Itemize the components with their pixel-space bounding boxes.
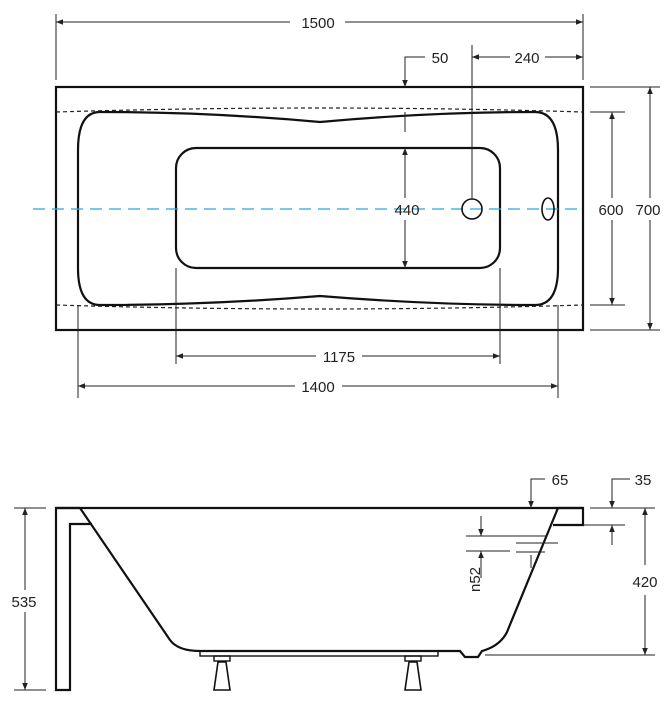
dim-inner-width: 600 [598, 202, 623, 219]
base-frame [199, 650, 439, 657]
dim-total-height: 535 [11, 594, 36, 611]
dim-drain-offset: 240 [514, 50, 539, 67]
side-view: 535 65 35 420 n52 [11, 472, 658, 692]
tub-profile [79, 507, 560, 659]
rim-hidden-line-bottom [55, 304, 584, 310]
top-view: 1500 50 240 600 700 440 1175 1400 [33, 14, 661, 398]
overflow-icon [541, 197, 555, 221]
foot-right [404, 655, 422, 691]
foot-left [213, 655, 231, 691]
dim-depth: 420 [632, 574, 657, 591]
basin-floor [174, 146, 502, 270]
dim-overflow-offset: 50 [432, 50, 449, 67]
inner-basin-outline [76, 110, 560, 307]
dim-basin-width: 440 [394, 202, 419, 219]
dim-overflow-height: n52 [467, 567, 484, 592]
dim-rim-thickness: 35 [635, 472, 652, 489]
dim-basin-length: 1175 [323, 349, 355, 366]
dim-overall-length: 1500 [301, 15, 334, 32]
end-panel [54, 506, 92, 692]
dim-inner-length: 1400 [301, 379, 334, 396]
dim-rim-width: 65 [552, 472, 569, 489]
rim-hidden-line-top [55, 107, 584, 113]
dim-overall-width: 700 [635, 202, 660, 219]
rim-right [553, 506, 585, 527]
